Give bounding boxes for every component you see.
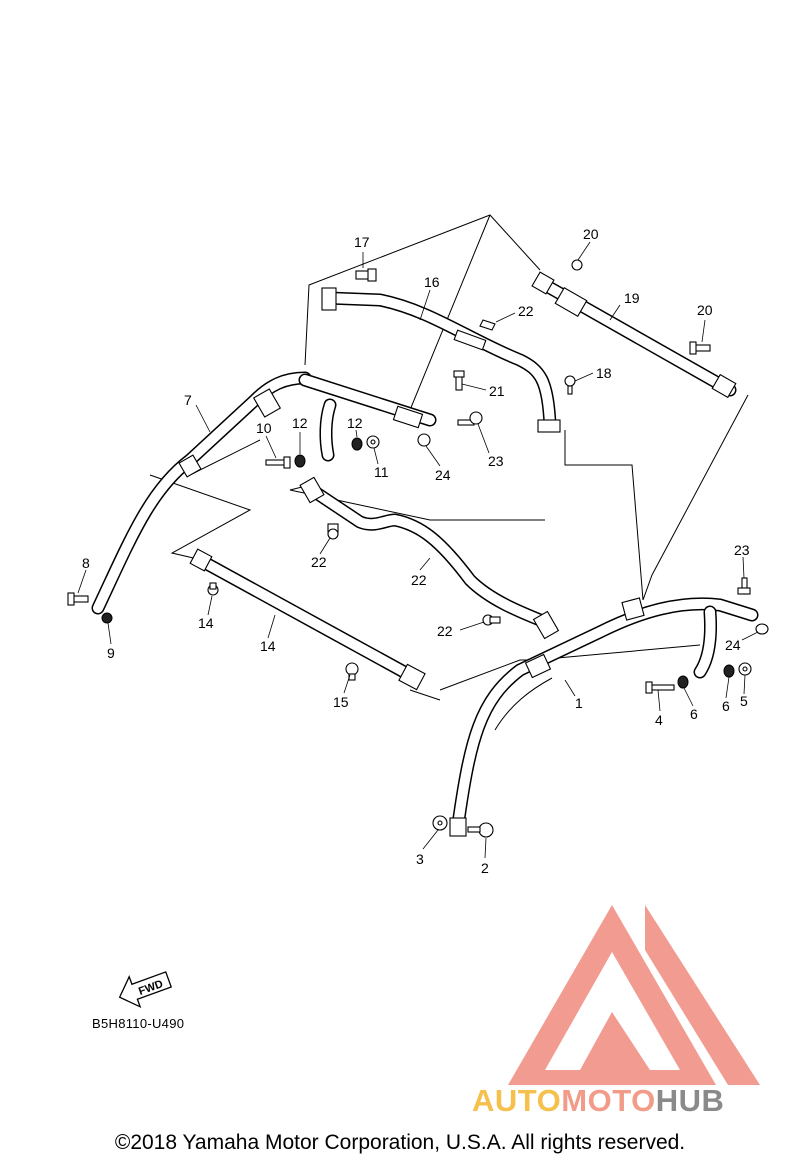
callout-7: 7 (184, 392, 192, 408)
wordmark-part-moto: MOTO (561, 1083, 656, 1118)
callout-18: 21 (489, 383, 505, 399)
callout-20-right: 20 (697, 302, 713, 318)
callout-9: 9 (107, 645, 115, 661)
callout-15: 16 (424, 274, 440, 290)
callout-4: 4 (655, 712, 663, 728)
callout-1: 1 (575, 695, 583, 711)
callout-11: 11 (374, 464, 389, 480)
callout-20-top: 20 (583, 226, 599, 242)
callout-24-mid: 24 (435, 467, 451, 483)
callout-19: 22 (518, 303, 534, 319)
callout-5: 5 (740, 693, 748, 709)
callout-23-right: 23 (734, 542, 750, 558)
callout-22-left: 22 (311, 554, 327, 570)
callout-14-lower: 15 (333, 694, 349, 710)
callout-3: 3 (416, 851, 424, 867)
watermark-wordmark: AUTOMOTOHUB (472, 1084, 724, 1118)
upper-crossbar (298, 373, 437, 462)
callout-6-left: 6 (690, 706, 698, 722)
callout-12-right: 12 (347, 415, 363, 431)
callout-6-right: 6 (722, 698, 730, 714)
callout-23-mid: 23 (488, 453, 504, 469)
callout-22-right: 22 (437, 623, 453, 639)
callout-12-left: 12 (292, 415, 308, 431)
hardware (67, 259, 769, 838)
callout-14-upper: 14 (198, 615, 214, 631)
bar-21 (299, 476, 560, 640)
wordmark-part-hub: HUB (655, 1083, 725, 1118)
callout-16-right: 18 (596, 365, 612, 381)
callout-10: 10 (256, 420, 272, 436)
callout-labels: 17 20 16 19 22 20 18 21 7 10 12 12 11 24… (82, 226, 750, 876)
bar-1 (449, 597, 759, 837)
copyright-notice: ©2018 Yamaha Motor Corporation, U.S.A. A… (114, 1131, 686, 1154)
callout-21: 22 (411, 572, 427, 588)
diagram-code: B5H8110-U490 (92, 1016, 185, 1031)
bar-7 (91, 371, 312, 615)
bar-13 (189, 548, 426, 691)
fwd-arrow-icon: FWD (118, 971, 173, 1009)
callout-8: 8 (82, 555, 90, 571)
callout-13: 14 (260, 638, 276, 654)
bar-17 (531, 271, 737, 399)
bar-15 (321, 287, 561, 433)
wordmark-part-auto: AUTO (472, 1083, 562, 1118)
callout-17: 19 (624, 290, 640, 306)
callout-24-right: 24 (725, 637, 741, 653)
leader-lines (77, 241, 759, 859)
automotohub-logo-icon (508, 905, 760, 1085)
callout-16-top: 17 (354, 234, 370, 250)
callout-2: 2 (481, 860, 489, 876)
